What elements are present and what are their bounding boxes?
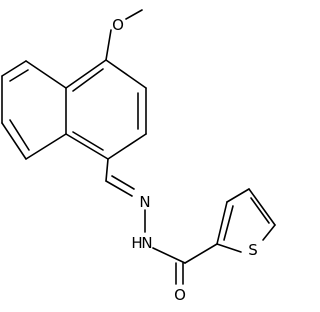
bond-fr5 [25,133,67,160]
bond-aryl-ch [105,158,109,182]
bond-fr2-inner [9,69,29,82]
atom-methoxy-oxygen: O [112,16,124,34]
bond-th5 [216,243,242,253]
bond-ch-n-1 [105,180,133,197]
bond-fr4-inner [9,119,30,151]
atom-thiophene-sulfur: S [248,241,258,259]
bond-th1 [216,201,228,245]
bond-ar4-inner [72,131,104,151]
bond-ar1 [105,59,147,89]
atom-amide-hydrogen: H [131,234,142,252]
atom-imine-nitrogen: N [139,193,150,211]
bond-th3-inner [250,197,270,224]
atom-amide-nitrogen: N [141,234,152,252]
structure-diagram: O N N H O S [1,9,276,304]
bond-ch-n-2 [111,175,135,190]
bond-ar3 [107,133,147,160]
atom-carbonyl-oxygen: O [174,286,186,304]
bond-ar6-inner [72,68,104,92]
bond-fr1 [25,60,67,89]
bond-th3 [248,188,276,226]
bond-th2 [226,188,250,203]
bond-o-aryl [105,29,112,61]
bond-th1-inner [223,205,234,241]
bond-fr4 [1,122,27,160]
molecule-canvas: O N N H O S [1,9,276,304]
bond-fr2 [1,60,27,77]
bond-c-thienyl [184,243,218,264]
bond-ar4 [65,133,109,160]
bond-th4 [262,224,276,241]
bond-methyl-o [125,9,143,20]
bond-nh-c [152,247,186,264]
bond-ar6 [65,59,107,89]
